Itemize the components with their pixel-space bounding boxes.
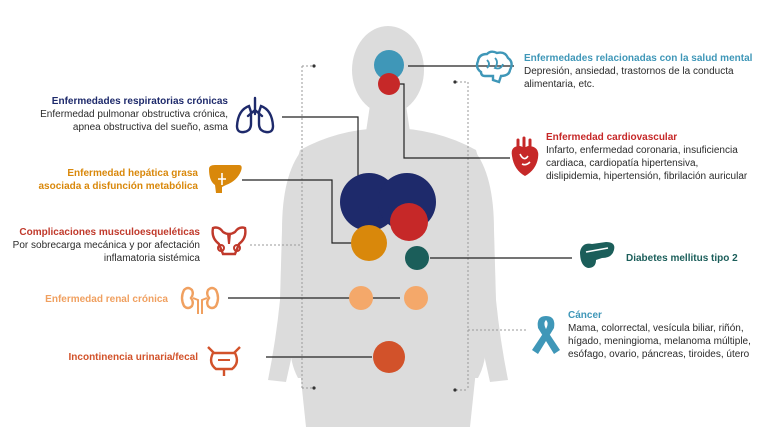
diabetes-label: Diabetes mellitus tipo 2 — [626, 252, 760, 265]
cancer-desc-2: hígado, meningioma, melanoma múltiple, — [568, 336, 751, 347]
cardio-label: Enfermedad cardiovascular Infarto, enfer… — [546, 131, 760, 183]
respiratory-desc-1: Enfermedad pulmonar obstructiva crónica, — [40, 109, 228, 120]
neck — [366, 105, 410, 132]
respiratory-label: Enfermedades respiratorias crónicas Enfe… — [0, 95, 228, 134]
lungs-icon — [235, 96, 275, 134]
pancreas-icon — [580, 242, 615, 268]
kidneys-icon — [180, 286, 220, 314]
ribbon-icon — [532, 316, 560, 354]
cardio-desc-1: Infarto, enfermedad coronaria, insuficie… — [546, 145, 738, 156]
throat-circle — [378, 73, 400, 95]
torso — [289, 128, 487, 378]
musculo-title: Complicaciones musculoesqueléticas — [19, 227, 200, 238]
renal-label: Enfermedad renal crónica — [8, 293, 168, 306]
diabetes-title: Diabetes mellitus tipo 2 — [626, 253, 738, 264]
bladder-circle — [373, 341, 405, 373]
heart-circle — [390, 203, 428, 241]
musculo-desc-2: inflamatoria sistémica — [103, 253, 200, 264]
incontinence-title: Incontinencia urinaria/fecal — [68, 352, 198, 363]
cardio-title: Enfermedad cardiovascular — [546, 132, 678, 143]
liver-label: Enfermedad hepática grasa asociada a dis… — [0, 167, 199, 193]
left-arm — [268, 150, 306, 382]
dotted-brackets — [250, 65, 528, 391]
liver-title-2: asociada a disfunción metabólica — [38, 181, 199, 192]
mental-desc-1: Depresión, ansiedad, trastornos de la co… — [524, 66, 734, 77]
liver-icon — [209, 165, 242, 193]
bracket-dots — [312, 64, 457, 392]
cancer-title: Cáncer — [568, 310, 602, 321]
cardio-desc-3: dislipidemia, hipertensión, fibrilación … — [546, 171, 748, 182]
mental-title: Enfermedades relacionadas con la salud m… — [524, 53, 753, 64]
heart-icon — [511, 136, 539, 176]
liver-circle — [351, 225, 387, 261]
kidney-circle-right — [404, 286, 428, 310]
legs — [300, 370, 476, 427]
cancer-desc-3: esófago, ovario, páncreas, tiroides, úte… — [568, 349, 750, 360]
mental-desc-2: alimentaria, etc. — [524, 79, 595, 90]
right-arm — [470, 150, 508, 382]
brain-circle — [374, 50, 404, 80]
renal-title: Enfermedad renal crónica — [45, 294, 168, 305]
body-silhouette — [268, 26, 508, 427]
musculo-desc-1: Por sobrecarga mecánica y por afectación — [12, 240, 200, 251]
brain-icon — [475, 50, 513, 84]
pancreas-circle — [405, 246, 429, 270]
cancer-label: Cáncer Mama, colorrectal, vesícula bilia… — [568, 309, 760, 361]
mental-label: Enfermedades relacionadas con la salud m… — [524, 52, 760, 91]
cardio-desc-2: cardiaca, cardiopatía hipertensiva, — [546, 158, 699, 169]
incontinence-label: Incontinencia urinaria/fecal — [18, 351, 198, 364]
bladder-icon — [207, 346, 241, 376]
liver-title-1: Enfermedad hepática grasa — [67, 168, 198, 179]
organ-circles — [340, 50, 436, 373]
respiratory-title: Enfermedades respiratorias crónicas — [51, 96, 228, 107]
kidney-circle-left — [349, 286, 373, 310]
respiratory-desc-2: apnea obstructiva del sueño, asma — [72, 122, 228, 133]
musculo-label: Complicaciones musculoesqueléticas Por s… — [0, 226, 200, 265]
cancer-desc-1: Mama, colorrectal, vesícula biliar, riñó… — [568, 323, 744, 334]
pelvis-icon — [211, 226, 247, 256]
